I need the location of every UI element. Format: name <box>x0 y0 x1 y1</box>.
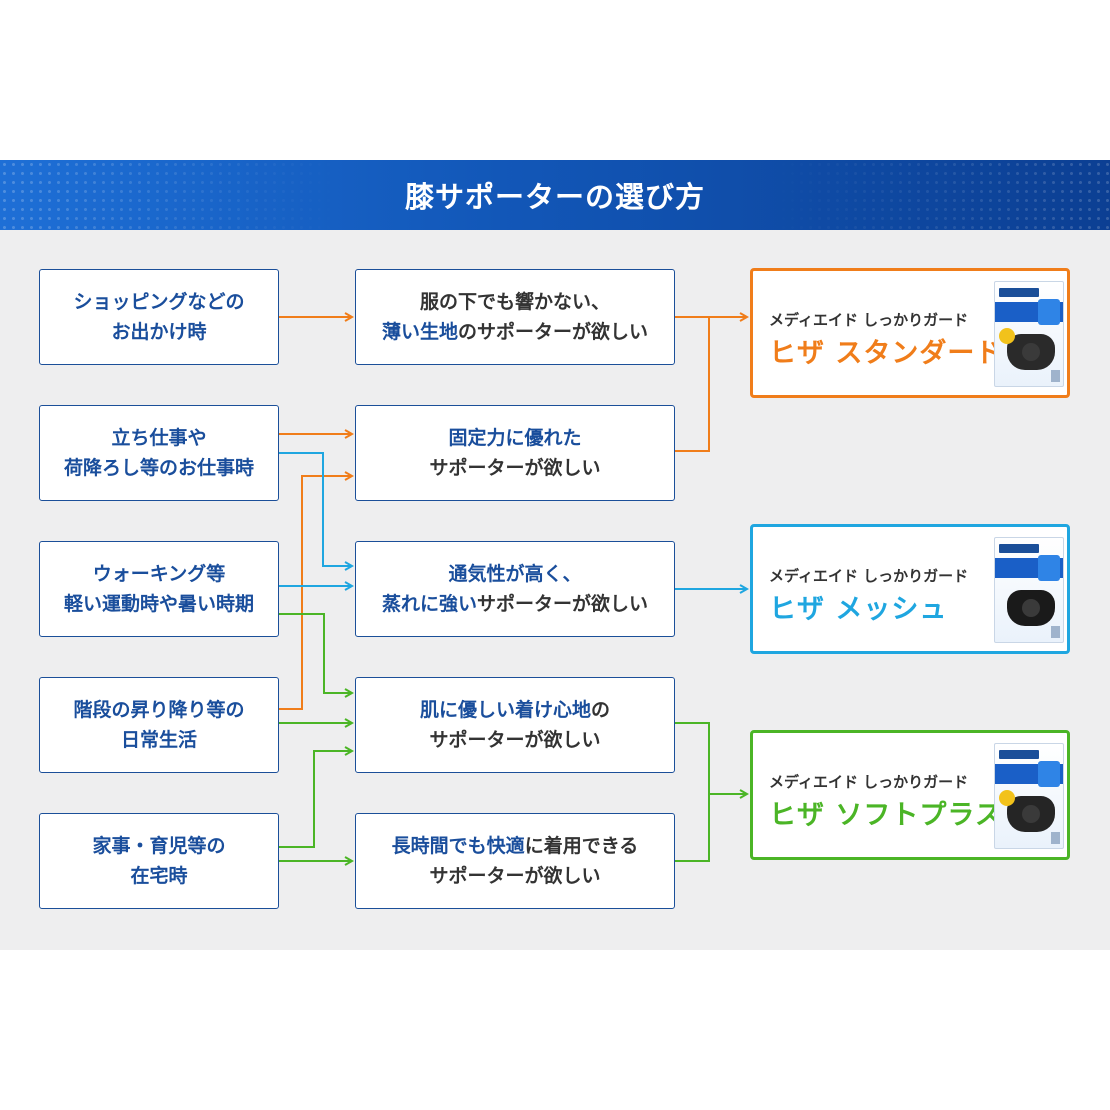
need-text: サポーターが欲しい <box>477 593 649 615</box>
need-highlight: 通気性が高く、 <box>448 563 582 585</box>
need-highlight: 薄い生地 <box>381 321 458 343</box>
situation-line: 荷降ろし等のお仕事時 <box>63 457 254 479</box>
product-name: ヒザ ソフトプラス <box>769 800 1003 831</box>
page-title: 膝サポーターの選び方 <box>404 180 705 214</box>
product-package-image <box>994 281 1064 387</box>
need-highlight: 蒸れに強い <box>381 593 477 615</box>
title-banner: 膝サポーターの選び方 <box>0 160 1110 230</box>
need-text: に着用できる <box>524 835 639 857</box>
need-text: 服の下でも響かない、 <box>419 291 610 313</box>
situation-line: 立ち仕事や <box>111 427 207 449</box>
need-text: の <box>591 699 611 721</box>
product-series-label: メディエイド しっかりガード <box>769 311 969 329</box>
situation-box-outing: ショッピングなどの お出かけ時 <box>39 269 279 365</box>
need-box-gentle-fit: 肌に優しい着け心地の サポーターが欲しい <box>355 677 675 773</box>
situation-line: 軽い運動時や暑い時期 <box>63 593 254 615</box>
need-text: サポーターが欲しい <box>429 865 601 887</box>
situation-line: 階段の昇り降り等の <box>73 699 245 721</box>
situation-line: ショッピングなどの <box>73 291 245 313</box>
need-box-firm-hold: 固定力に優れた サポーターが欲しい <box>355 405 675 501</box>
need-highlight: 固定力に優れた <box>448 427 582 449</box>
product-series-label: メディエイド しっかりガード <box>769 773 969 791</box>
need-highlight: 肌に優しい着け心地 <box>419 699 591 721</box>
situation-line: 在宅時 <box>130 865 188 887</box>
situation-line: 家事・育児等の <box>92 835 226 857</box>
need-text: のサポーターが欲しい <box>458 321 649 343</box>
situation-box-home: 家事・育児等の 在宅時 <box>39 813 279 909</box>
need-box-long-wear: 長時間でも快適に着用できる サポーターが欲しい <box>355 813 675 909</box>
product-name: ヒザ スタンダード <box>769 338 1004 369</box>
product-card-soft-plus[interactable]: メディエイド しっかりガード ヒザ ソフトプラス <box>750 730 1070 860</box>
need-text: サポーターが欲しい <box>429 729 601 751</box>
situation-box-work: 立ち仕事や 荷降ろし等のお仕事時 <box>39 405 279 501</box>
need-highlight: 長時間でも快適 <box>391 835 525 857</box>
situation-line: お出かけ時 <box>111 321 207 343</box>
situation-box-daily-life: 階段の昇り降り等の 日常生活 <box>39 677 279 773</box>
situation-line: ウォーキング等 <box>92 563 226 585</box>
situation-box-exercise: ウォーキング等 軽い運動時や暑い時期 <box>39 541 279 637</box>
product-series-label: メディエイド しっかりガード <box>769 567 969 585</box>
product-card-standard[interactable]: メディエイド しっかりガード ヒザ スタンダード <box>750 268 1070 398</box>
product-package-image <box>994 537 1064 643</box>
product-card-mesh[interactable]: メディエイド しっかりガード ヒザ メッシュ <box>750 524 1070 654</box>
need-box-breathable: 通気性が高く、 蒸れに強いサポーターが欲しい <box>355 541 675 637</box>
product-name: ヒザ メッシュ <box>769 594 948 625</box>
product-package-image <box>994 743 1064 849</box>
need-box-thin-fabric: 服の下でも響かない、 薄い生地のサポーターが欲しい <box>355 269 675 365</box>
need-text: サポーターが欲しい <box>429 457 601 479</box>
situation-line: 日常生活 <box>120 729 197 751</box>
